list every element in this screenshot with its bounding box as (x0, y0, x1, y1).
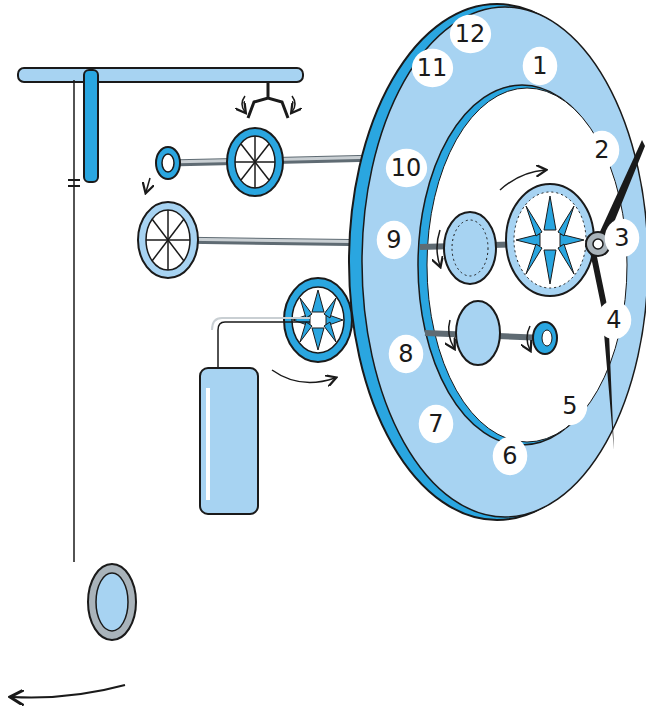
dial-numeral-circle: 7 (418, 404, 454, 444)
hour-number: 7 (428, 412, 443, 436)
dial-numeral-circle: 1 (522, 46, 558, 86)
hour-number: 11 (417, 56, 448, 80)
hour-number: 2 (594, 138, 609, 162)
dial-numeral-circle: 5 (552, 386, 588, 426)
hour-number: 9 (386, 228, 401, 252)
hour-number: 10 (391, 156, 422, 180)
dial-numeral-circle: 11 (411, 48, 454, 88)
hour-number: 12 (455, 22, 486, 46)
dial-numeral-circle: 6 (492, 436, 528, 476)
hour-number: 5 (562, 394, 577, 418)
dial-numeral-circle: 10 (385, 148, 428, 188)
hour-number: 6 (502, 444, 517, 468)
dial-numeral-circle: 12 (449, 14, 492, 54)
hour-number: 8 (398, 342, 413, 366)
dial-numeral-circle: 3 (604, 218, 640, 258)
hour-number: 3 (614, 226, 629, 250)
dial-numeral-circle: 9 (376, 220, 412, 260)
dial-numeral-circle: 8 (388, 334, 424, 374)
hour-number: 4 (606, 308, 621, 332)
hour-number: 1 (532, 54, 547, 78)
dial-numeral-circle: 4 (596, 300, 632, 340)
dial-numeral-circle: 2 (584, 130, 620, 170)
